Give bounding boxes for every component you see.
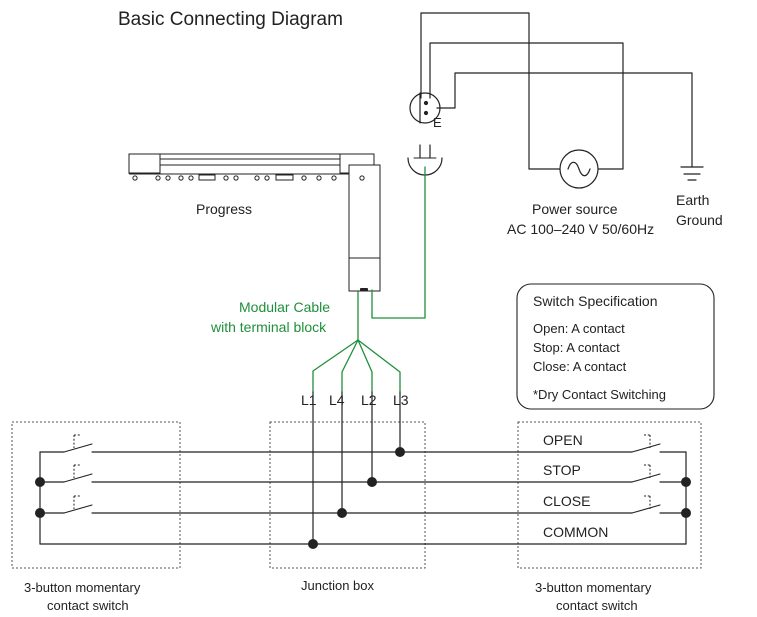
signal-lines — [35, 391, 691, 549]
line-common-label: COMMON — [543, 524, 608, 540]
switch-spec-line-open: Open: A contact — [533, 321, 625, 336]
right-box-label-line1: 3-button momentary — [535, 580, 652, 595]
lead-l2-label: L2 — [361, 392, 377, 408]
lead-l1-label: L1 — [301, 392, 317, 408]
left-switch-contacts — [63, 434, 93, 514]
cable-label-line1: Modular Cable — [239, 299, 330, 315]
left-box-label-line2: contact switch — [47, 598, 129, 613]
earth-ground-label-line1: Earth — [676, 192, 709, 208]
lead-l3-label: L3 — [393, 392, 409, 408]
lead-l4-label: L4 — [329, 392, 345, 408]
right-switch-box — [517, 421, 702, 569]
outlet-earth-label: E — [433, 115, 442, 130]
switch-spec-note: *Dry Contact Switching — [533, 387, 666, 402]
line-open-label: OPEN — [543, 432, 583, 448]
junction-box-label: Junction box — [301, 578, 374, 593]
progress-device — [128, 153, 381, 292]
junction-box — [269, 421, 426, 569]
right-box-label-line2: contact switch — [556, 598, 638, 613]
modular-cable — [312, 166, 426, 393]
line-stop-label: STOP — [543, 462, 581, 478]
power-source-label-line2: AC 100–240 V 50/60Hz — [507, 221, 654, 237]
power-wiring — [420, 12, 704, 181]
device-label: Progress — [196, 201, 252, 217]
outlet-symbol — [409, 92, 441, 124]
switch-spec-line-close: Close: A contact — [533, 359, 627, 374]
left-box-label-line1: 3-button momentary — [24, 580, 141, 595]
right-switch-contacts — [631, 434, 661, 514]
line-close-label: CLOSE — [543, 493, 590, 509]
left-switch-box — [11, 421, 181, 569]
switch-specification-box — [516, 283, 715, 410]
switch-spec-title: Switch Specification — [533, 293, 658, 309]
earth-ground-label-line2: Ground — [676, 212, 723, 228]
cable-label-line2: with terminal block — [210, 319, 327, 335]
power-source-label-line1: Power source — [532, 201, 618, 217]
switch-spec-line-stop: Stop: A contact — [533, 340, 620, 355]
ac-source-symbol — [559, 149, 599, 189]
diagram-title: Basic Connecting Diagram — [118, 9, 343, 30]
